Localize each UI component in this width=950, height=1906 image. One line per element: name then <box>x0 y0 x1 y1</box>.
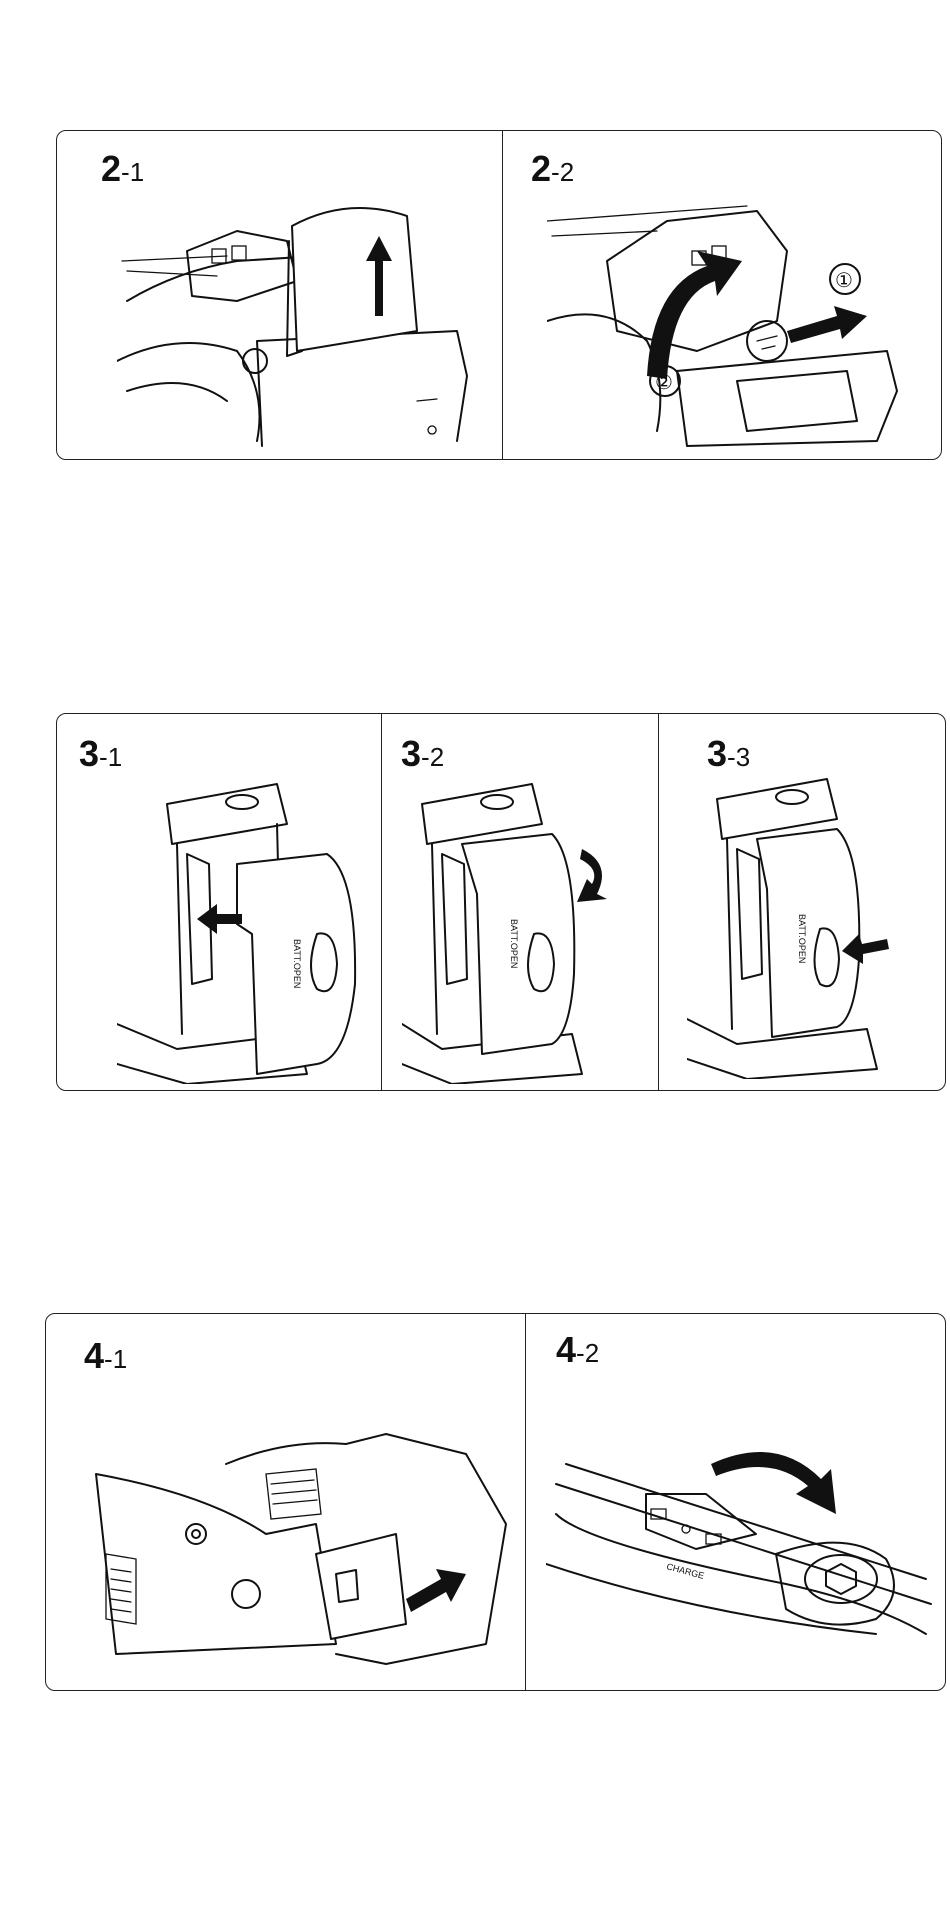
charge-label: CHARGE <box>665 1561 705 1581</box>
curved-arrow-icon <box>647 251 742 379</box>
curved-arrow-icon <box>577 849 607 902</box>
illustration-attach-door-cover: BATT.OPEN <box>687 769 937 1079</box>
illustration-rotate-door-cover: BATT.OPEN <box>402 774 652 1084</box>
callout-2: ② <box>655 372 673 394</box>
step-label-2-2: 2-2 <box>531 151 574 187</box>
illustration-remove-battery <box>117 201 487 451</box>
step-label-3-1: 3-1 <box>79 736 122 772</box>
batt-open-label: BATT.OPEN <box>797 914 807 963</box>
right-arrow-icon <box>406 1569 466 1612</box>
illustration-remove-door-cover: BATT.OPEN <box>117 774 367 1084</box>
instruction-row-4: 4-1 4-2 CHARG <box>45 1313 946 1691</box>
right-arrow-icon <box>787 306 867 343</box>
panel-divider <box>658 714 659 1090</box>
callout-1: ① <box>835 270 853 292</box>
step-label-3-2: 3-2 <box>401 736 444 772</box>
batt-open-label: BATT.OPEN <box>292 939 302 988</box>
step-label-2-1: 2-1 <box>101 151 144 187</box>
step-label-4-2: 4-2 <box>556 1332 599 1368</box>
panel-divider <box>525 1314 526 1690</box>
instruction-row-3: 3-1 BATT.OPEN 3-2 BATT.OPEN <box>56 713 946 1091</box>
illustration-insert-grip <box>86 1384 516 1674</box>
batt-open-label: BATT.OPEN <box>509 919 519 968</box>
curved-arrow-icon <box>711 1452 836 1514</box>
illustration-lock-tripod-screw: CHARGE <box>546 1384 941 1674</box>
instruction-row-2: 2-1 2-2 <box>56 130 942 460</box>
panel-divider <box>502 131 503 459</box>
step-label-3-3: 3-3 <box>707 736 750 772</box>
illustration-open-battery-door: ① ② <box>547 191 932 451</box>
panel-divider <box>381 714 382 1090</box>
left-arrow-icon <box>197 904 242 934</box>
step-label-4-1: 4-1 <box>84 1338 127 1374</box>
